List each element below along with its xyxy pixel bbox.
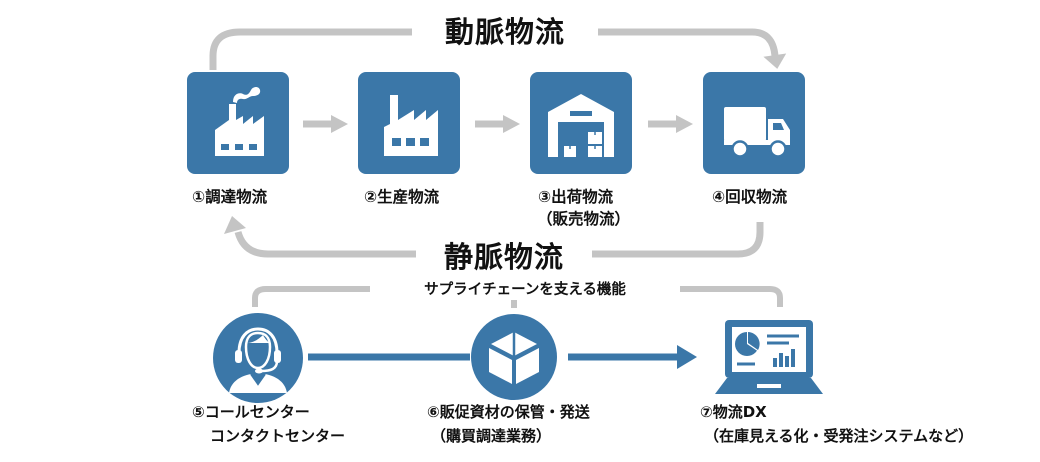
step-shipping-sublabel: （販売物流）: [537, 210, 631, 228]
support-functions-title: サプライチェーンを支える機能: [370, 278, 680, 299]
support-bracket-center-tick: [511, 300, 517, 308]
step-arrow-1-2: [303, 115, 348, 133]
venous-arc: [234, 222, 764, 258]
arterial-logistics-title: 動脈物流: [412, 9, 598, 51]
step-production-label: ②生産物流: [364, 188, 440, 206]
warehouse-icon: [548, 94, 614, 157]
step-shipping-label: ③出荷物流: [538, 188, 614, 206]
support-materials-circle: [471, 314, 557, 400]
arterial-arc: [209, 28, 779, 70]
headset-operator-icon: [229, 327, 287, 393]
step-procurement-label: ①調達物流: [192, 188, 268, 206]
step-production-box: [358, 72, 460, 174]
laptop-dashboard-icon: [715, 320, 823, 394]
support-materials-label: ⑥販促資材の保管・発送: [427, 403, 590, 421]
factory-icon: [384, 95, 438, 156]
step-collection-label: ④回収物流: [712, 188, 788, 206]
step-collection-box: [703, 72, 805, 174]
factory-with-smoke-icon: [215, 87, 264, 156]
support-materials-sublabel: （購買調達業務）: [431, 427, 552, 445]
box-icon: [489, 332, 539, 384]
step-arrow-2-3: [475, 115, 520, 133]
arterial-arc-arrowhead: [763, 53, 787, 69]
support-callcenter-label: ⑤コールセンター: [192, 403, 310, 421]
truck-icon: [724, 107, 790, 158]
support-callcenter-sublabel: コンタクトセンター: [210, 427, 346, 445]
venous-arc-arrowhead: [224, 216, 246, 234]
support-flow-arrowhead: [677, 345, 697, 369]
support-dx-laptop: [713, 318, 825, 398]
support-dx-sublabel: （在庫見える化・受発注システムなど）: [704, 427, 974, 445]
step-arrow-3-4: [648, 115, 693, 133]
venous-logistics-title: 静脈物流: [416, 234, 592, 276]
support-callcenter-circle: [213, 313, 303, 403]
step-shipping-box: [530, 72, 632, 174]
step-procurement-box: [187, 72, 289, 174]
support-dx-label: ⑦物流DX: [700, 403, 767, 421]
